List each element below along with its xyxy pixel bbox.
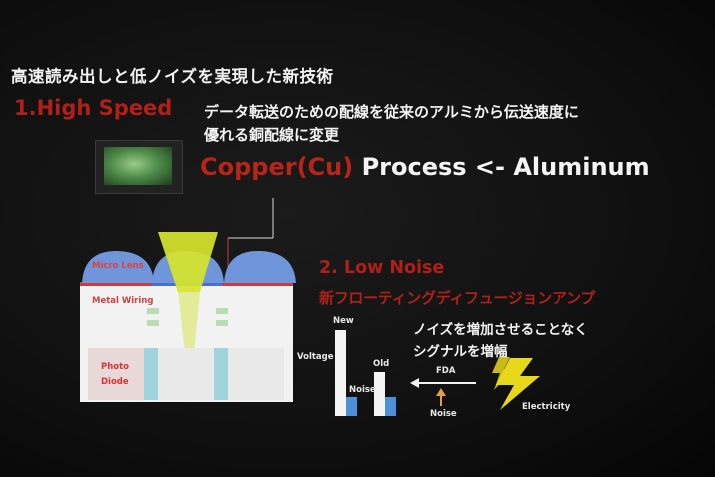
bar-old-voltage	[374, 372, 385, 416]
metal-wiring-label: Metal Wiring	[92, 296, 154, 306]
bar-old-noise	[385, 397, 396, 416]
chart-voltage-label: Voltage	[297, 352, 334, 362]
electricity-label: Electricity	[522, 402, 571, 412]
note-line1: ノイズを増加させることなく	[413, 322, 588, 338]
lightning-icon-small	[492, 357, 514, 390]
light-beam-bottom	[178, 292, 200, 395]
note-line2: シグナルを増幅	[413, 344, 508, 360]
high-speed-description-line2: 優れる銅配線に変更	[204, 126, 340, 144]
bar-new-voltage	[335, 330, 346, 416]
chart-noise-label: Noise	[349, 385, 376, 395]
fda-label: FDA	[436, 366, 456, 376]
light-beam-top	[158, 232, 218, 292]
micro-lens-left	[82, 250, 154, 283]
chart-old-label: Old	[373, 359, 390, 369]
process-aluminum-label: Process <- Aluminum	[361, 153, 650, 181]
fda-subheading: 新フローティングディフュージョンアンプ	[319, 289, 596, 307]
micro-lens-right	[224, 250, 296, 283]
section-heading-low-noise: 2. Low Noise	[319, 258, 445, 278]
photo-label: Photo	[101, 362, 130, 372]
chart-new-label: New	[333, 316, 354, 326]
diode-label: Diode	[101, 377, 129, 387]
slide-title: 高速読み出しと低ノイズを実現した新技術	[11, 67, 334, 86]
micro-lens-label: Micro Lens	[92, 261, 144, 271]
noise-source-label: Noise	[430, 409, 457, 419]
copper-label: Copper(Cu)	[200, 153, 354, 181]
bar-new-noise	[346, 397, 357, 416]
copper-process-text: Copper(Cu) Process <- Aluminum	[200, 153, 650, 181]
section-heading-high-speed: 1.High Speed	[14, 96, 173, 120]
high-speed-description-line1: データ転送のための配線を従来のアルミから伝送速度に	[204, 103, 579, 121]
sensor-chip-photo	[95, 140, 183, 194]
